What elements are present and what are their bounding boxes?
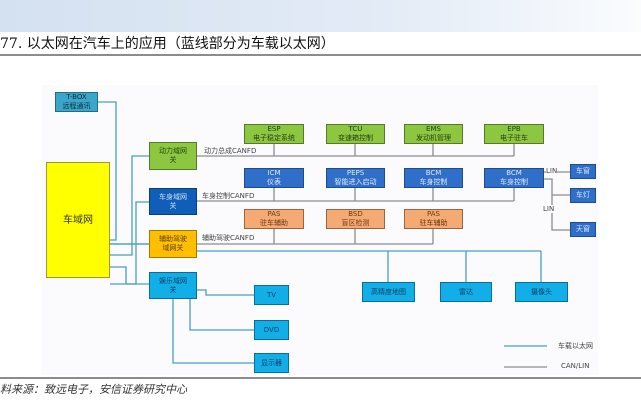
ecu-desc: 盲区检测 [341, 219, 370, 227]
node-label: 高精度地图 [371, 287, 406, 296]
infotainment-domain-gateway: 娱乐域网 关 [149, 272, 197, 299]
ecu-desc: 驻车辅助 [260, 219, 288, 227]
header-band [0, 0, 641, 32]
ecu-desc: 电子驻车 [500, 134, 528, 142]
power-ecu: TCU 变速箱控制 [326, 124, 385, 144]
can-lin-lines [197, 144, 570, 368]
body-gw-label-1: 车身域网 [159, 192, 187, 201]
eth-central-power-gw [110, 155, 149, 256]
body-ecu: BCM 车身控制 [484, 168, 544, 188]
lin-node-label: 天窗 [576, 225, 590, 233]
power-ecu: EPB 电子驻车 [484, 124, 544, 144]
central-label: 车域网 [63, 214, 93, 226]
adas-ethernet-node: 摄像头 [515, 282, 568, 302]
tbox-desc: 远程通讯 [62, 102, 91, 110]
ecu-name: ICM [267, 169, 281, 177]
adas-bus-label: 辅助驾驶CANFD [202, 234, 255, 242]
footer-divider [0, 377, 641, 379]
ecu-name: PAS [426, 210, 440, 218]
power-domain-gateway: 动力域网 关 [149, 142, 197, 170]
ecu-name: EPB [507, 125, 521, 133]
ecu-name: EMS [426, 125, 441, 133]
diagram-canvas: T-BOX 远程通讯 车域网 动力域网 关 车身域网 关 辅助驾驶 域网关 娱乐… [42, 85, 598, 375]
eth-info-tv [197, 289, 254, 296]
power-bus-label: 动力总成CANFD [204, 147, 257, 155]
body-bus-label: 车身控制CANFD [202, 192, 255, 200]
ecu-desc: 智能进入启动 [334, 178, 377, 186]
ecu-desc: 变速箱控制 [338, 134, 373, 142]
tbox-node: T-BOX 远程通讯 [55, 92, 98, 112]
lin-node-label: 车灯 [576, 191, 590, 199]
lin-node: 车灯 [570, 188, 596, 203]
lin-branch [544, 178, 570, 231]
legend-ethernet-label: 车载以太网 [558, 342, 593, 350]
ecu-name: ESP [267, 125, 281, 133]
body-domain-gateway: 车身域网 关 [149, 188, 197, 215]
adas-ethernet-node: 高精度地图 [362, 282, 415, 302]
info-gw-label-2: 关 [169, 285, 177, 294]
ecu-name: TCU [348, 125, 363, 133]
central-domain-node: 车域网 [46, 162, 110, 278]
node-label: 雷达 [459, 287, 473, 296]
figure-title: 77. 以太网在汽车上的应用（蓝线部分为车载以太网） [0, 36, 335, 52]
eth-central-body-gw [110, 201, 149, 285]
ethernet-lines [97, 101, 547, 364]
source-note: 料来源：致远电子，安信证券研究中心 [0, 383, 187, 396]
power-gw-label-1: 动力域网 [159, 147, 187, 155]
eth-central-info-gw [110, 266, 149, 285]
adas-gw-label-1: 辅助驾驶 [159, 235, 187, 243]
node-label: TV [266, 290, 277, 299]
ecu-name: BCM [506, 169, 522, 177]
adas-domain-gateway: 辅助驾驶 域网关 [149, 230, 197, 258]
ecu-desc: 车身控制 [500, 178, 528, 186]
infotainment-node: DVD [254, 320, 289, 340]
ecu-desc: 电子稳定系统 [253, 134, 295, 142]
infotainment-node: TV [254, 285, 289, 305]
lin-label-1: LIN [546, 167, 558, 175]
adas-ecu: BSD 盲区检测 [326, 209, 385, 229]
body-gw-label-2: 关 [169, 201, 177, 210]
title-divider [0, 54, 641, 56]
eth-tbox-central [97, 101, 117, 241]
body-ecu: BCM 车身控制 [404, 168, 463, 188]
adas-gw-label-2: 域网关 [162, 244, 184, 252]
ecu-name: PAS [267, 210, 281, 218]
lin-node-label: 车窗 [576, 167, 590, 175]
adas-ecu: PAS 驻车辅助 [404, 209, 463, 229]
info-gw-label-1: 娱乐域网 [159, 276, 187, 285]
lin-node: 天窗 [570, 222, 596, 237]
body-ecu: ICM 仪表 [244, 168, 304, 188]
ecu-desc: 车身控制 [419, 178, 448, 186]
power-ecu: EMS 发动机管理 [404, 124, 463, 144]
adas-ecu: PAS 驻车辅助 [244, 209, 304, 229]
ecu-desc: 驻车辅助 [419, 219, 448, 227]
power-ecu: ESP 电子稳定系统 [244, 124, 304, 144]
ecu-name: BSD [348, 210, 363, 218]
connection-lines [97, 101, 570, 368]
node-label: 显示器 [261, 358, 282, 367]
tbox-name: T-BOX [66, 93, 87, 101]
lin-label-2: LIN [543, 205, 555, 213]
infotainment-node: 显示器 [254, 353, 289, 373]
ecu-name: BCM [425, 169, 442, 177]
ecu-desc: 发动机管理 [416, 134, 451, 142]
legend-can-lin-label: CAN/LIN [561, 362, 590, 370]
body-ecu: PEPS 智能进入启动 [326, 168, 385, 188]
ecu-name: PEPS [346, 169, 365, 177]
power-gw-label-2: 关 [169, 156, 177, 164]
eth-info-dvd [189, 299, 254, 331]
node-label: DVD [263, 325, 280, 334]
lin-node: 车窗 [570, 164, 596, 179]
node-label: 摄像头 [531, 287, 552, 296]
eth-info-display [172, 299, 254, 364]
ecu-desc: 仪表 [267, 178, 281, 186]
adas-ethernet-node: 雷达 [440, 282, 492, 302]
